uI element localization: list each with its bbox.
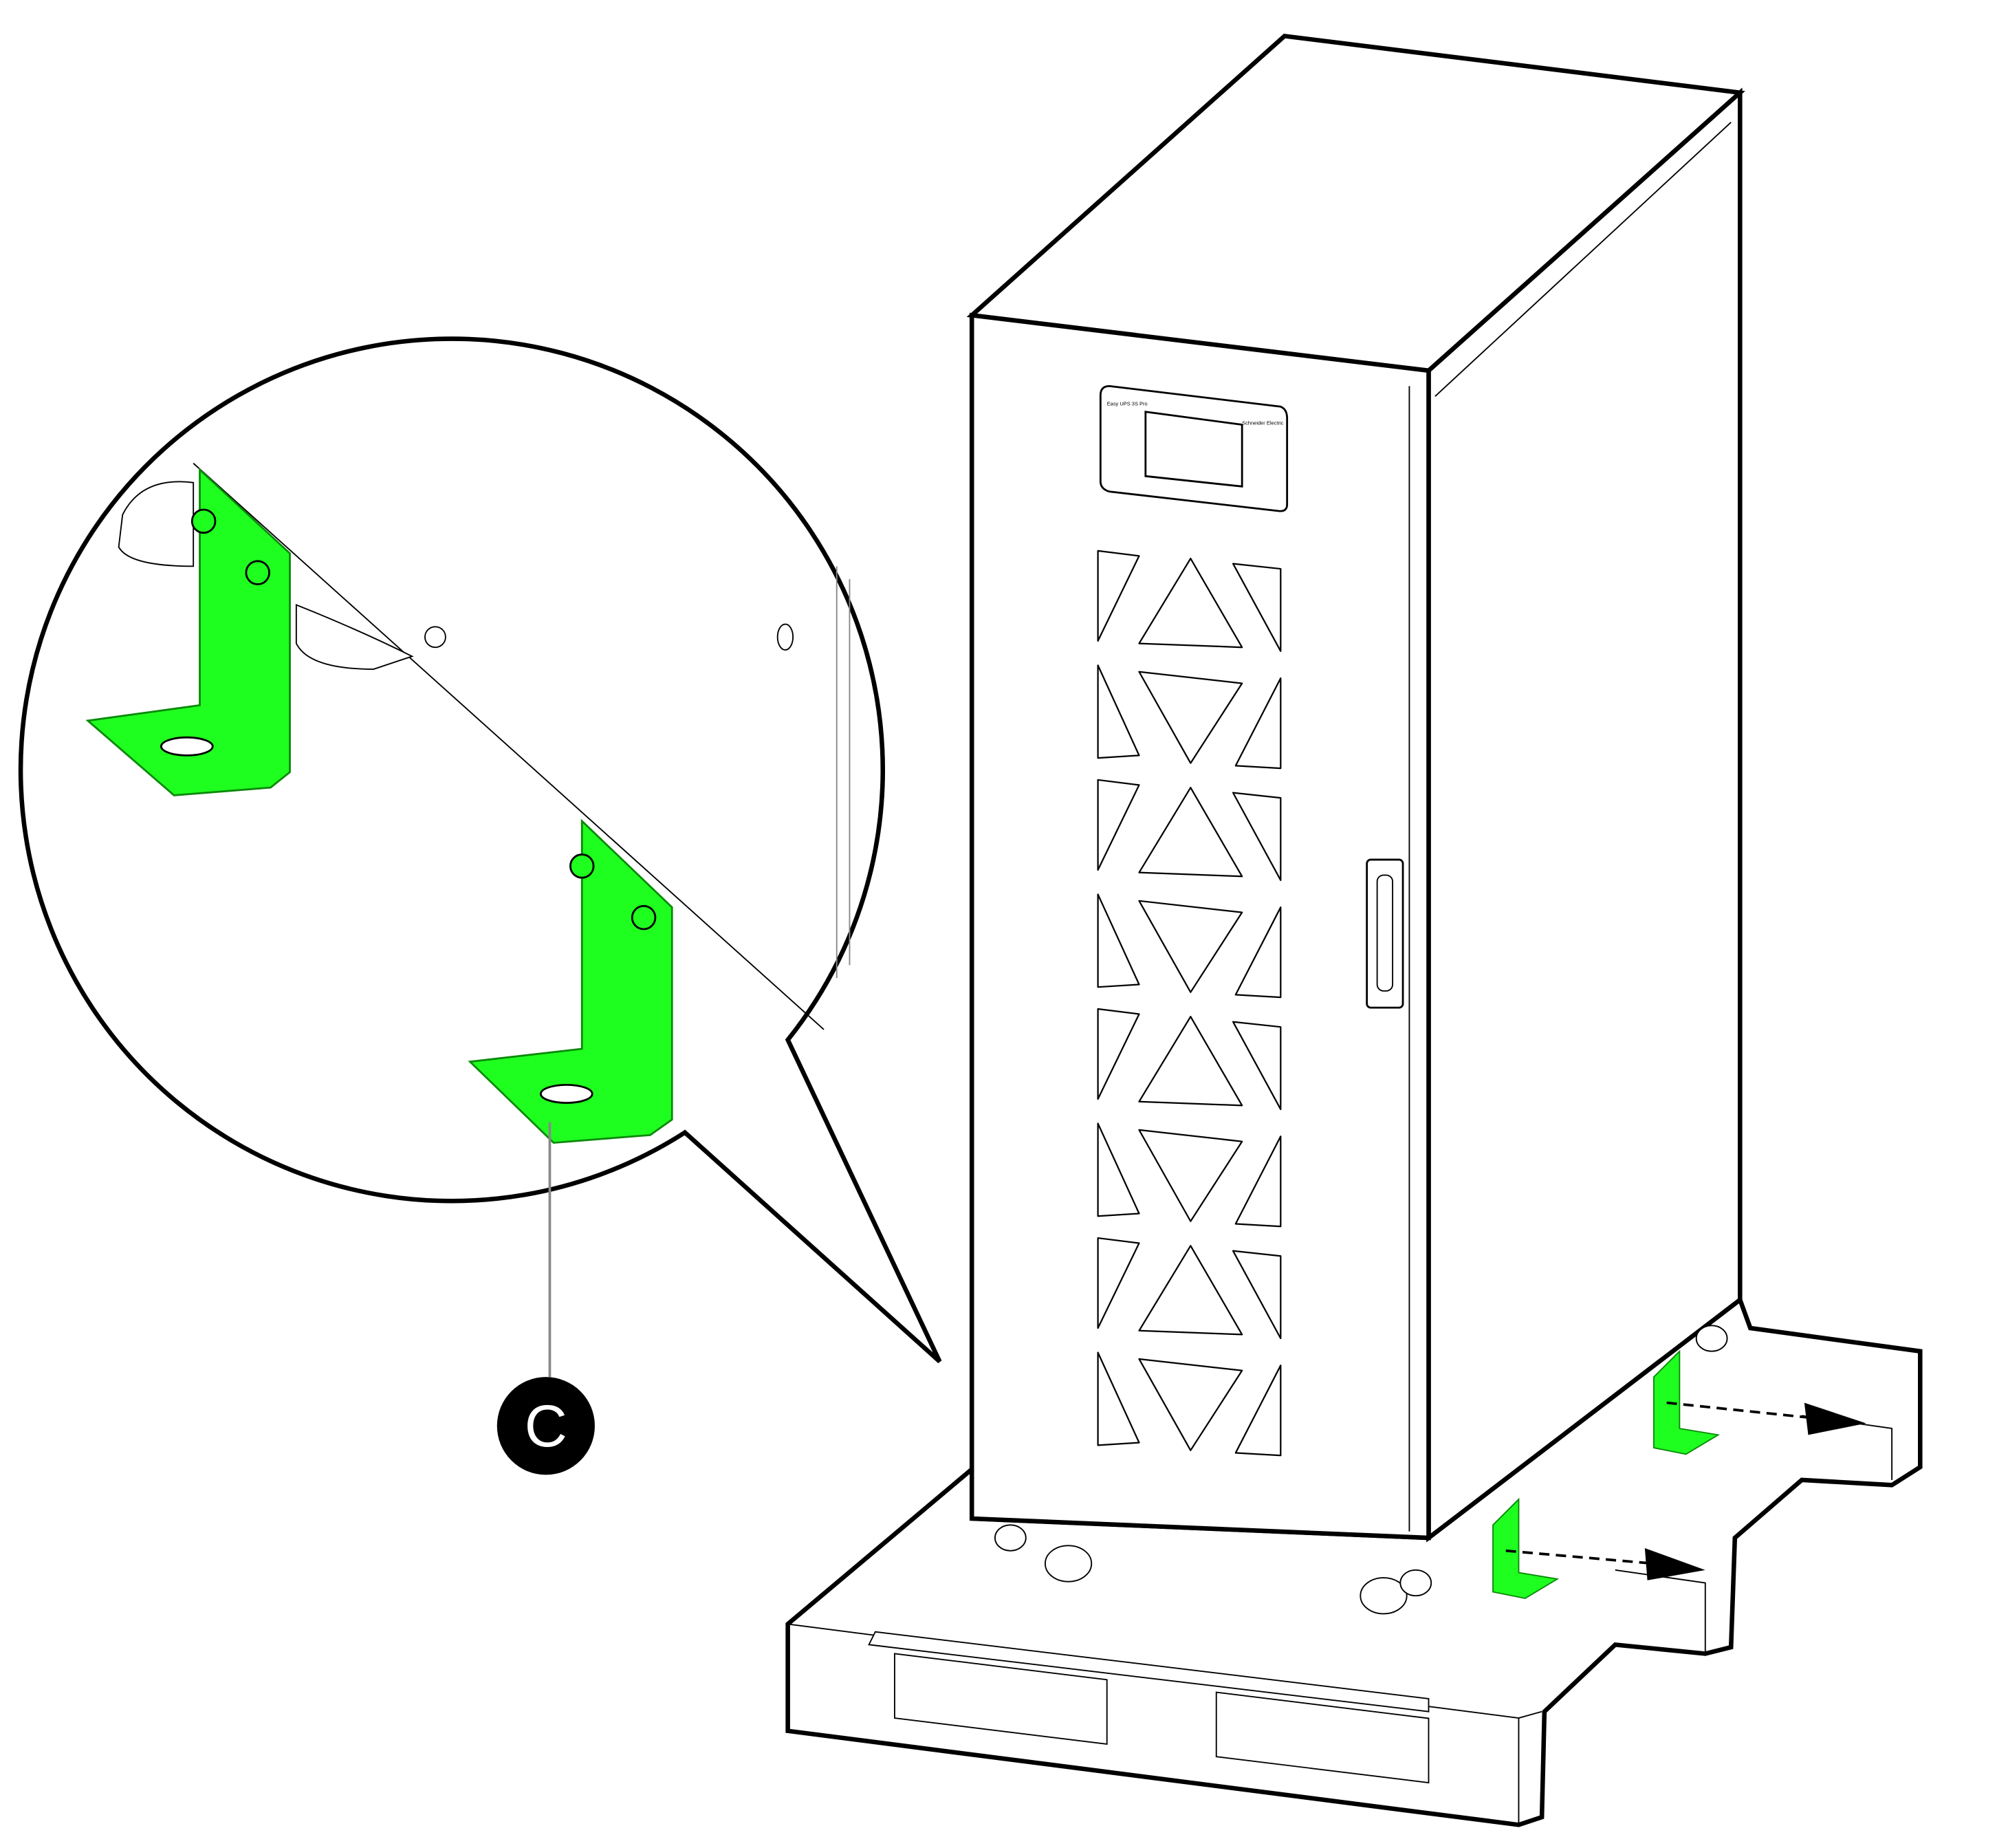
vent-opening: [1097, 893, 1140, 988]
removal-arrows: [1505, 1401, 1815, 1565]
magnifier-callout: [18, 336, 942, 1378]
arrow-heads: [1644, 1402, 1866, 1580]
vent-opening: [1138, 1358, 1243, 1451]
vent-opening: [1138, 1245, 1243, 1336]
vent-opening: [1234, 1365, 1282, 1457]
vent-opening: [1234, 906, 1282, 999]
vent-opening: [1138, 671, 1243, 764]
callout-label-c: C: [496, 1377, 595, 1475]
vent-opening: [1097, 1122, 1140, 1217]
vent-opening: [1232, 792, 1282, 882]
vent-opening: [1232, 1250, 1282, 1340]
vent-opening: [1138, 557, 1243, 649]
vent-opening: [1138, 900, 1243, 993]
model-label: Easy UPS 3S Pro: [1107, 400, 1148, 406]
vent-opening: [1138, 1129, 1243, 1222]
bracket-right-small: [1492, 1349, 1721, 1599]
vent-opening: [1234, 1135, 1282, 1228]
bracket-zoom-upper: [85, 467, 291, 796]
display-panel: Easy UPS 3S Pro Schneider Electric: [1099, 384, 1289, 512]
bracket-zoom-lower: [468, 818, 673, 1144]
svg-text:C: C: [525, 1393, 567, 1459]
pallet: [785, 1296, 1923, 1827]
vent-opening: [1097, 550, 1140, 642]
vent-opening: [1097, 1351, 1140, 1446]
casters: [994, 1325, 1728, 1615]
vent-opening: [1097, 779, 1140, 871]
vent-opening: [1097, 1008, 1140, 1100]
vent-opening: [1097, 664, 1140, 759]
ups-cabinet: Easy UPS 3S Pro Schneider Electric: [966, 33, 1745, 1615]
vent-opening: [1232, 563, 1282, 652]
vent-opening: [1232, 1021, 1282, 1111]
vent-grille: [1097, 550, 1282, 1457]
brand-logo: Schneider Electric: [1242, 420, 1283, 426]
vent-opening: [1138, 1016, 1243, 1107]
door-handle[interactable]: [1366, 858, 1404, 1009]
vent-opening: [1234, 677, 1282, 770]
vent-opening: [1138, 787, 1243, 878]
vent-opening: [1097, 1237, 1140, 1329]
